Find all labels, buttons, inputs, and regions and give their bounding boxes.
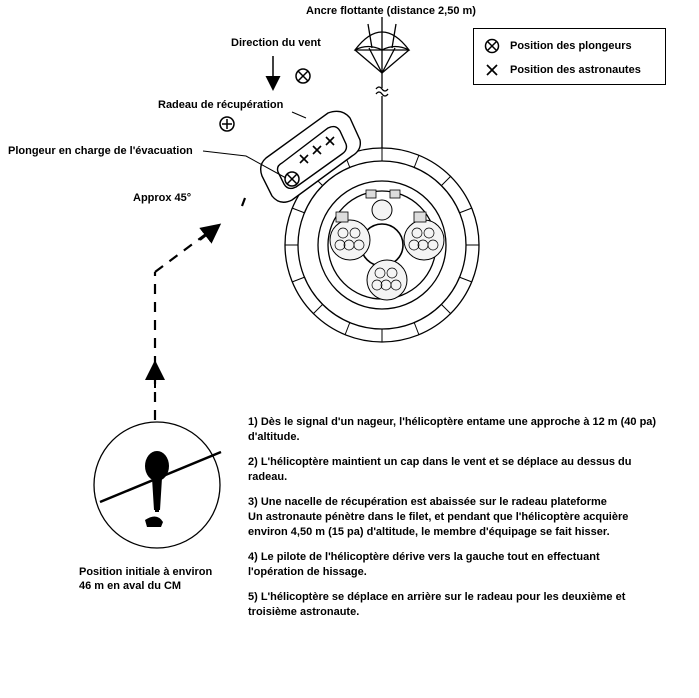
step-4: 4) Le pilote de l'hélicoptère dérive ver… xyxy=(248,550,688,580)
legend-divers-label: Position des plongeurs xyxy=(510,40,632,52)
diver-symbol-3 xyxy=(284,171,300,187)
raft-label: Radeau de récupération xyxy=(158,99,284,111)
helicopter-icon xyxy=(93,421,222,549)
step-2-line1: 2) L'hélicoptère maintient un cap dans l… xyxy=(248,456,632,468)
step-1: 1) Dès le signal d'un nageur, l'hélicopt… xyxy=(248,415,688,445)
step-3-line2: Un astronaute pénètre dans le filet, et … xyxy=(248,511,629,523)
step-3-line3: environ 4,50 m (15 pa) d'altitude, le me… xyxy=(248,526,610,538)
legend-divers: Position des plongeurs xyxy=(484,38,632,54)
sea-anchor-parachute xyxy=(353,17,411,165)
sea-anchor-label: Ancre flottante (distance 2,50 m) xyxy=(306,5,476,17)
step-4-line1: 4) Le pilote de l'hélicoptère dérive ver… xyxy=(248,551,600,563)
step-3: 3) Une nacelle de récupération est abais… xyxy=(248,495,688,540)
step-5-line2: troisième astronaute. xyxy=(248,606,360,618)
helicopter-path xyxy=(153,197,247,420)
step-4-line2: l'opération de hissage. xyxy=(248,566,367,578)
initial-position-line1: Position initiale à environ xyxy=(79,566,213,578)
diver-leader xyxy=(202,150,287,179)
diver-legend-icon xyxy=(484,38,500,54)
diver-symbol-2 xyxy=(219,116,235,132)
legend: Position des plongeurs Position des astr… xyxy=(473,28,666,85)
wind-direction-label: Direction du vent xyxy=(231,37,321,49)
legend-astronauts-label: Position des astronautes xyxy=(510,64,641,76)
procedure-steps: 1) Dès le signal d'un nageur, l'hélicopt… xyxy=(248,415,688,630)
step-5-line1: 5) L'hélicoptère se déplace en arrière s… xyxy=(248,591,626,603)
step-2: 2) L'hélicoptère maintient un cap dans l… xyxy=(248,455,688,485)
step-3-line1: 3) Une nacelle de récupération est abais… xyxy=(248,496,607,508)
astronaut-legend-icon xyxy=(486,64,498,76)
command-module xyxy=(284,147,480,343)
astronaut-symbols xyxy=(299,136,335,164)
diver-in-charge-label: Plongeur en charge de l'évacuation xyxy=(8,145,193,157)
step-1-line1: 1) Dès le signal d'un nageur, l'hélicopt… xyxy=(248,416,657,428)
step-5: 5) L'hélicoptère se déplace en arrière s… xyxy=(248,590,688,620)
step-1-line2: d'altitude. xyxy=(248,431,300,443)
approx-angle-label: Approx 45° xyxy=(133,192,192,204)
diver-symbol-1 xyxy=(295,68,311,84)
initial-position-label: Position initiale à environ 46 m en aval… xyxy=(79,565,212,593)
step-2-line2: radeau. xyxy=(248,471,288,483)
path-arrow-diag xyxy=(199,223,222,244)
raft-leader xyxy=(291,111,307,119)
initial-position-line2: 46 m en aval du CM xyxy=(79,580,182,592)
legend-astronauts: Position des astronautes xyxy=(484,62,641,78)
